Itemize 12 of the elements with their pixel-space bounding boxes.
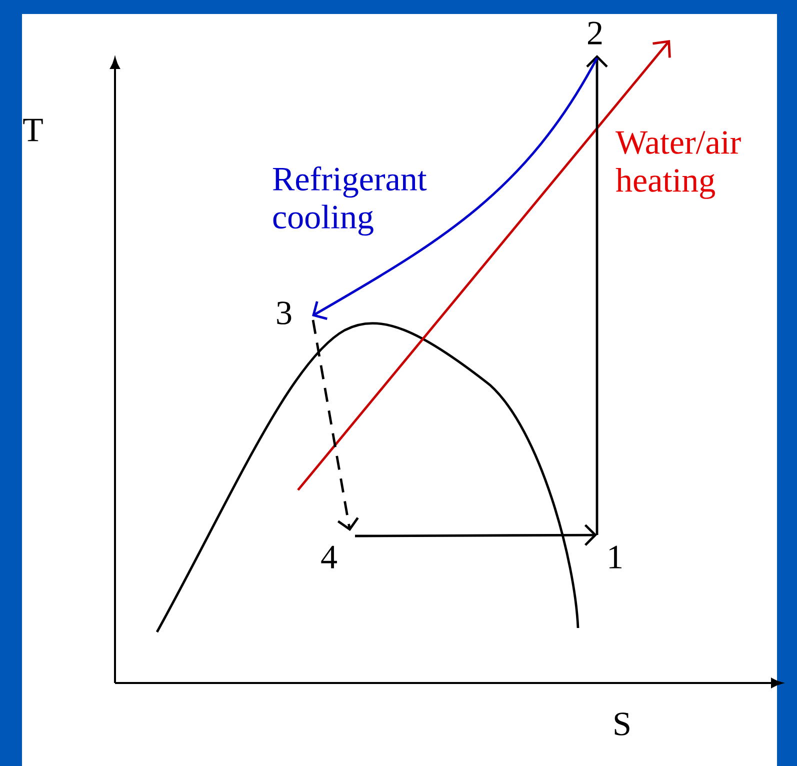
annotation: Water/air heating bbox=[616, 131, 741, 199]
axis-label: S bbox=[614, 712, 630, 736]
arrow bbox=[312, 320, 359, 531]
axis-label: T bbox=[23, 118, 43, 142]
edge-label: Refrigerant cooling bbox=[272, 166, 427, 236]
arrow bbox=[355, 524, 597, 546]
point-number: 1 bbox=[610, 546, 622, 568]
arrow bbox=[586, 55, 608, 535]
point-number: 2 bbox=[588, 22, 602, 44]
arrow bbox=[312, 57, 598, 320]
point-number: 4 bbox=[321, 546, 337, 568]
point-number: 3 bbox=[277, 302, 292, 324]
